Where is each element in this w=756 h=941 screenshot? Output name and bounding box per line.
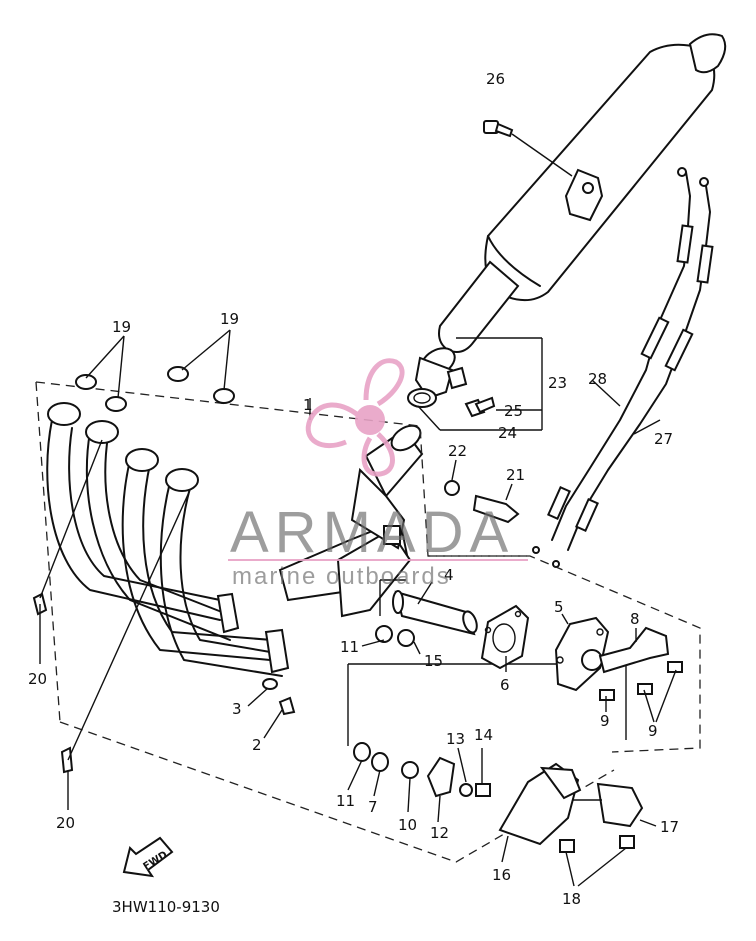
label-9b: 9	[648, 722, 658, 740]
watermark-tagline: marine outboards	[232, 563, 451, 590]
forward-direction-arrow: FWD	[122, 836, 174, 878]
label-4: 4	[444, 566, 454, 584]
part-6-gasket	[480, 604, 530, 672]
label-28: 28	[588, 370, 607, 388]
label-2: 2	[252, 736, 262, 754]
label-10: 10	[398, 816, 417, 834]
label-1: 1	[303, 396, 313, 414]
label-11a: 11	[340, 638, 359, 656]
label-22: 22	[448, 442, 467, 460]
label-16: 16	[492, 866, 511, 884]
drawing-code: 3HW110-9130	[112, 898, 220, 916]
label-5: 5	[554, 598, 564, 616]
label-9a: 9	[600, 712, 610, 730]
armada-propeller-logo	[305, 358, 405, 477]
part-5-valve-body	[554, 616, 683, 701]
label-23: 23	[548, 374, 567, 392]
parts-11-15	[375, 625, 415, 647]
label-26: 26	[486, 70, 505, 88]
label-19a: 19	[112, 318, 131, 336]
label-19b: 19	[220, 310, 239, 328]
label-21: 21	[506, 466, 525, 484]
muffler	[438, 33, 727, 353]
label-17: 17	[660, 818, 679, 836]
label-12: 12	[430, 824, 449, 842]
label-27: 27	[654, 430, 673, 448]
label-11b: 11	[336, 792, 355, 810]
label-18: 18	[562, 890, 581, 908]
fasteners	[32, 366, 520, 774]
label-13: 13	[446, 730, 465, 748]
callout-labels: 1 2 3 4 5 6 7 8 9 9 10 11 11 12 13 14 15…	[28, 70, 679, 908]
callout-bracket-23	[417, 337, 543, 431]
leader-lines	[39, 329, 677, 887]
label-8: 8	[630, 610, 640, 628]
label-25: 25	[504, 402, 523, 420]
pipe-flanges	[47, 402, 199, 492]
armada-watermark: ARMADA marine outboards	[228, 358, 528, 590]
parts-16-17	[498, 762, 644, 853]
watermark-brand: ARMADA	[230, 500, 514, 565]
throttle-cables	[532, 167, 714, 568]
bolt-26	[483, 120, 573, 177]
label-14: 14	[474, 726, 493, 744]
label-24: 24	[498, 424, 517, 442]
lower-small-parts	[353, 742, 491, 798]
label-3: 3	[232, 700, 242, 718]
muffler-clamp	[407, 347, 468, 408]
label-7: 7	[368, 798, 378, 816]
label-20a: 20	[28, 670, 47, 688]
exhaust-header-pipes	[46, 419, 290, 677]
bolt-25	[464, 396, 496, 418]
label-6: 6	[500, 676, 510, 694]
label-15: 15	[424, 652, 443, 670]
label-20b: 20	[56, 814, 75, 832]
part-4-pipe	[392, 581, 478, 636]
